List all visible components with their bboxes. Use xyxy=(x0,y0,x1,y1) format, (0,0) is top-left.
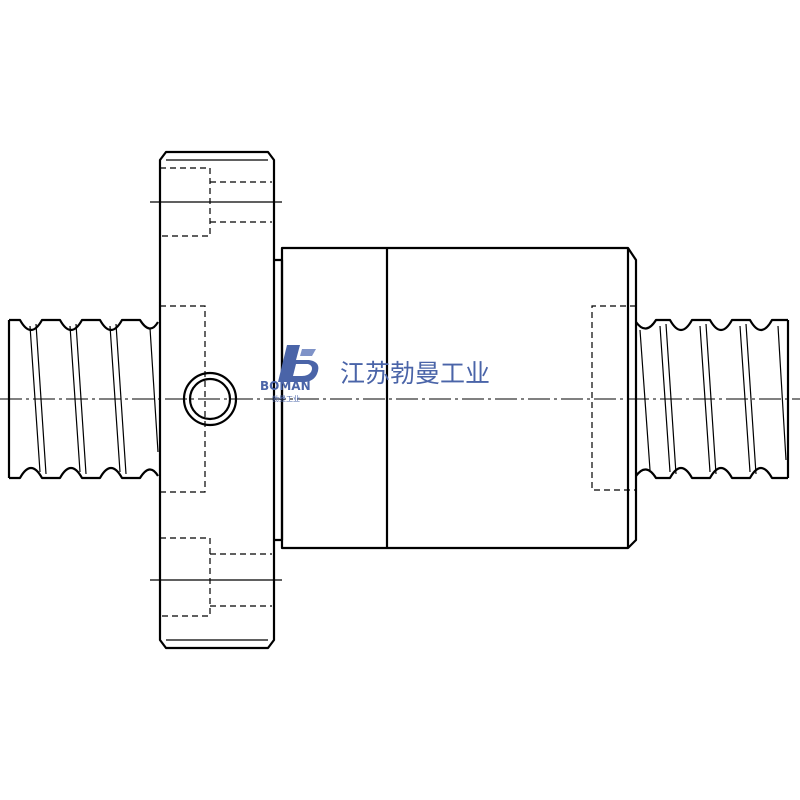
company-logo: BOMAN 勃曼工业 xyxy=(260,345,319,403)
logo-sub-label: 勃曼工业 xyxy=(272,394,300,403)
flange xyxy=(150,150,282,650)
logo-brand-text: BOMAN xyxy=(260,379,311,393)
nut-body xyxy=(274,246,638,550)
company-name-watermark: 江苏勃曼工业 xyxy=(340,359,490,388)
